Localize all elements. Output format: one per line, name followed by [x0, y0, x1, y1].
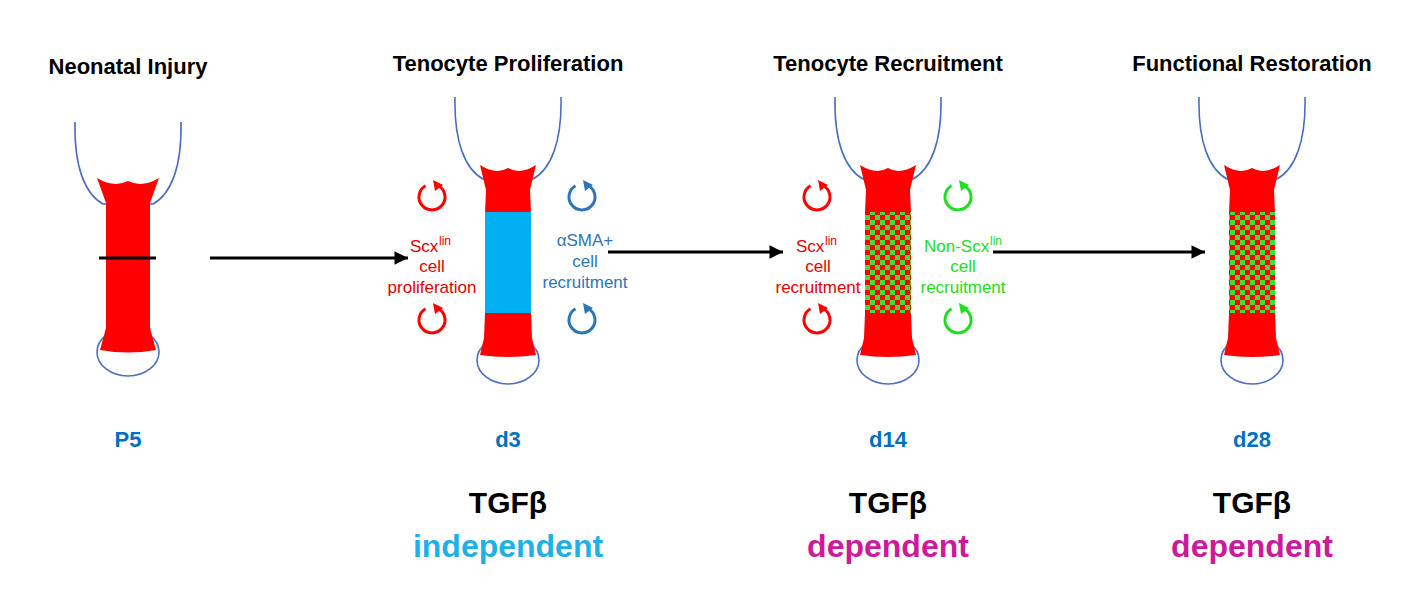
cycle-arrow: [569, 180, 595, 210]
dependence-status: dependent: [1171, 528, 1333, 565]
repair-tissue: [865, 212, 911, 314]
dependence-status: independent: [413, 528, 603, 565]
repair-tissue: [1229, 212, 1275, 314]
cycle-arrow: [569, 303, 595, 333]
superscript: lin: [990, 231, 1002, 252]
tendon: [860, 165, 916, 213]
cycle-arrow: [945, 303, 971, 333]
tendon: [480, 165, 536, 213]
bone-outline: [1199, 97, 1305, 179]
signal-name: TGFβ: [849, 486, 927, 520]
tendon: [97, 178, 159, 353]
superscript: lin: [825, 231, 837, 252]
stage-panel: Functional Restorationd28TGFβdependent: [1205, 0, 1299, 595]
cycle-arrow: [945, 180, 971, 210]
signal-name: TGFβ: [1213, 486, 1291, 520]
bone-outline: [835, 97, 941, 179]
stage-title: Functional Restoration: [1132, 51, 1372, 77]
stage-panel: Neonatal InjuryP5: [46, 0, 210, 595]
tendon: [1224, 165, 1280, 213]
cycle-arrow: [419, 180, 445, 210]
stage-arrow: [608, 251, 783, 254]
cycle-arrow: [804, 303, 830, 333]
tendon-stage-4: [1199, 97, 1305, 384]
cell-process: cell recruitment: [920, 256, 1005, 298]
superscript: lin: [439, 231, 451, 252]
stage-arrow: [210, 257, 408, 260]
cycle-arrow: [419, 303, 445, 333]
tendon: [860, 313, 916, 357]
time-point: P5: [115, 427, 142, 453]
stage-title: Neonatal Injury: [49, 54, 208, 80]
cell-process: cell proliferation: [388, 256, 477, 298]
injury-cut: [99, 257, 156, 260]
tendon: [1224, 313, 1280, 357]
time-point: d14: [869, 427, 907, 453]
repair-tissue: [485, 212, 531, 314]
cell-annotation: αSMA+ cell recruitment: [542, 230, 627, 293]
cell-type: Non-Scx: [924, 236, 989, 257]
cell-type: Scx: [796, 236, 824, 257]
bone-outline: [455, 97, 561, 179]
stage-panel: Tenocyte Proliferationd3TGFβindependent: [408, 0, 608, 595]
dependence-status: dependent: [807, 528, 969, 565]
cell-process: cell recruitment: [775, 256, 860, 298]
stage-title: Tenocyte Recruitment: [773, 51, 1002, 77]
stage-panel: Tenocyte Recruitmentd14TGFβdependent: [783, 0, 993, 595]
stage-title: Tenocyte Proliferation: [393, 51, 624, 77]
time-point: d3: [495, 427, 521, 453]
stage-arrow: [993, 251, 1205, 254]
tendon-stage-1: [75, 122, 181, 376]
tendon: [480, 313, 536, 357]
cycle-arrow: [804, 180, 830, 210]
cell-type: Scx: [410, 236, 438, 257]
signal-name: TGFβ: [469, 486, 547, 520]
time-point: d28: [1233, 427, 1271, 453]
